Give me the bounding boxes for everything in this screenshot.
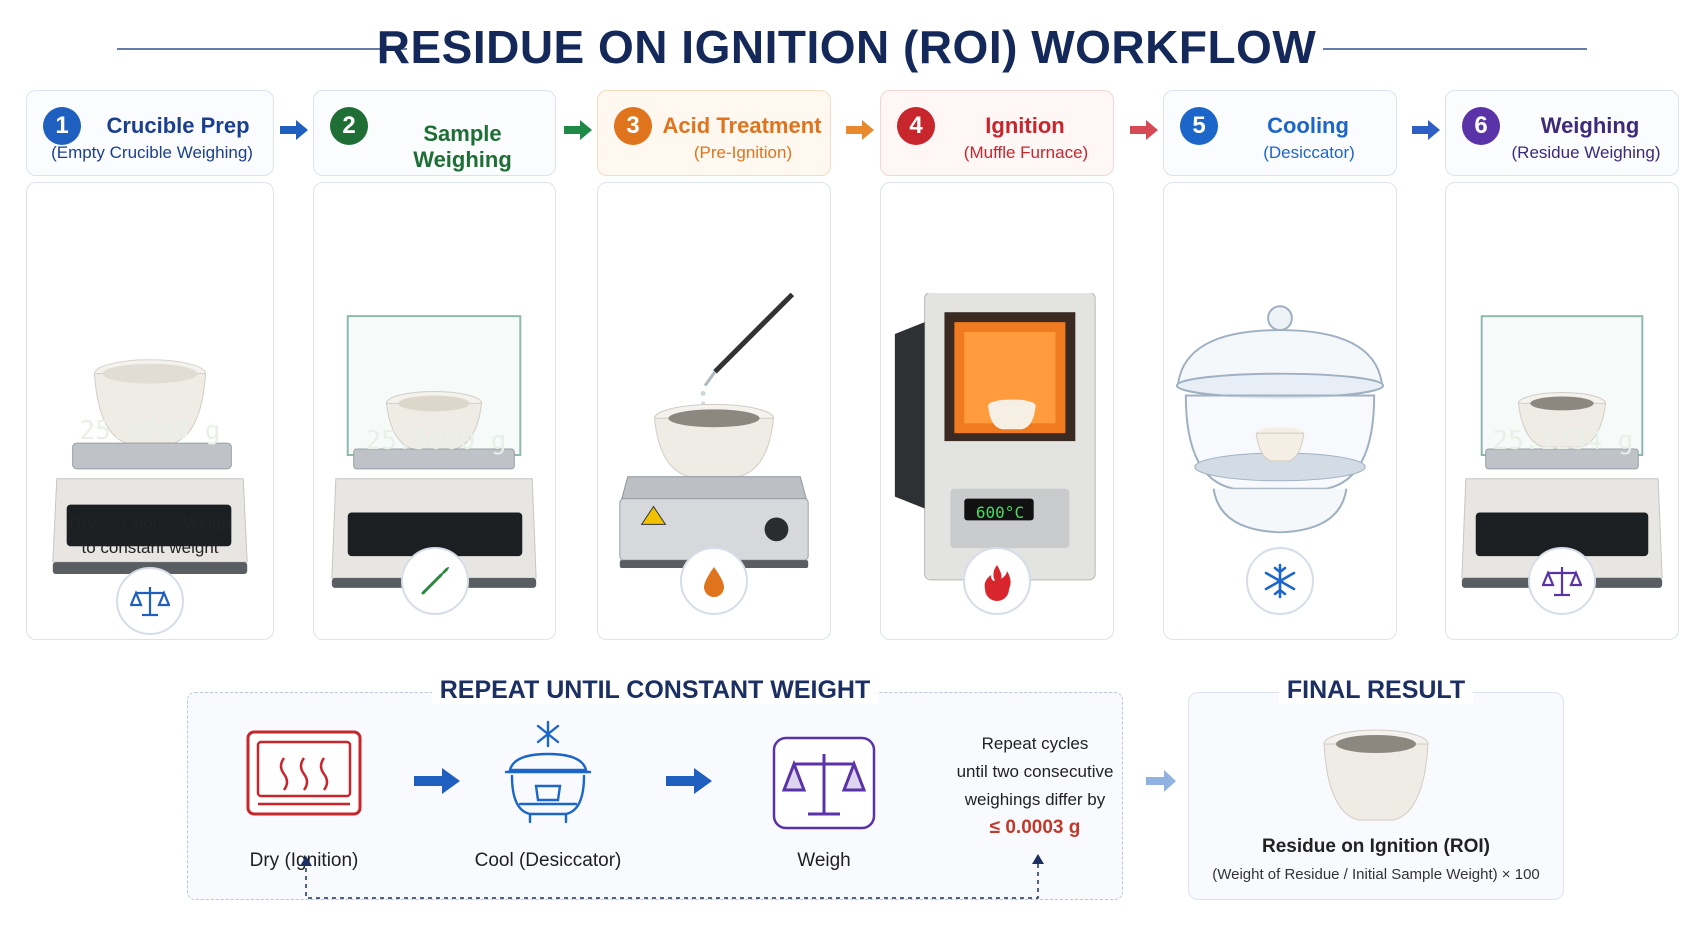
step-4-subtitle: (Muffle Furnace) bbox=[963, 143, 1089, 162]
arrow-2-to-3 bbox=[562, 118, 594, 142]
balance-box-icon bbox=[772, 736, 876, 830]
step-1-caption-2: to constant weight bbox=[81, 538, 219, 557]
step-3-subtitle: (Pre-Ignition) bbox=[693, 143, 793, 162]
arrow-4-to-5 bbox=[1128, 118, 1160, 142]
loop-arrow-2 bbox=[664, 766, 714, 801]
step-6: 6 Weighing (Residue Weighing) 25.1234 g bbox=[1445, 90, 1679, 640]
step-5-badge: 5 bbox=[1180, 107, 1218, 145]
step-3-badge: 3 bbox=[614, 107, 652, 145]
loop-label-cool: Cool (Desiccator) bbox=[474, 850, 622, 871]
step-6-header: 6 Weighing (Residue Weighing) bbox=[1445, 90, 1679, 176]
muffle-furnace-illustration bbox=[894, 293, 1096, 581]
arrow-3-to-4 bbox=[844, 118, 876, 142]
note-line-3: weighings differ by bbox=[964, 790, 1106, 809]
analytical-balance-residue-illustration bbox=[1461, 315, 1663, 588]
step-1-balance-display: 25.0000 g bbox=[79, 416, 221, 446]
drop-icon bbox=[680, 547, 748, 615]
crucible-on-balance-illustration bbox=[52, 359, 248, 575]
step-5-title: Cooling bbox=[1267, 113, 1349, 138]
step-1: 1 Crucible Prep (Empty Crucible Weighing… bbox=[26, 90, 274, 640]
arrow-to-final bbox=[1144, 768, 1178, 799]
loop-dry-ignition: Dry (Ignition) bbox=[244, 728, 364, 871]
step-5-subtitle: (Desiccator) bbox=[1263, 143, 1355, 162]
note-line-2: until two consecutive bbox=[956, 762, 1114, 781]
title-divider-right bbox=[1323, 48, 1587, 50]
repeat-condition-note: Repeat cycles until two consecutive weig… bbox=[940, 730, 1130, 842]
step-1-header: 1 Crucible Prep (Empty Crucible Weighing… bbox=[26, 90, 274, 176]
step-4-furnace-display: 600°C bbox=[975, 503, 1025, 522]
final-crucible-illustration bbox=[1323, 729, 1429, 821]
step-3-body bbox=[597, 182, 831, 640]
step-4-badge: 4 bbox=[897, 107, 935, 145]
desiccator-outline-icon bbox=[504, 720, 592, 824]
analytical-balance-illustration bbox=[331, 315, 537, 588]
step-6-body: 25.1234 g bbox=[1445, 182, 1679, 640]
balance-icon bbox=[1528, 547, 1596, 615]
step-2-body: 25.5000 g bbox=[313, 182, 556, 640]
step-2-header: 2 Sample Weighing bbox=[313, 90, 556, 176]
arrow-5-to-6 bbox=[1410, 118, 1442, 142]
hotplate-pipette-illustration bbox=[619, 293, 809, 569]
title-divider-left bbox=[117, 48, 407, 50]
tolerance-value: ≤ 0.0003 g bbox=[989, 817, 1081, 838]
step-3-header: 3 Acid Treatment (Pre-Ignition) bbox=[597, 90, 831, 176]
step-1-subtitle: (Empty Crucible Weighing) bbox=[51, 143, 253, 162]
step-2-badge: 2 bbox=[330, 107, 368, 145]
step-4-title: Ignition bbox=[985, 113, 1065, 138]
spatula-icon bbox=[400, 547, 469, 615]
desiccator-illustration bbox=[1175, 305, 1385, 534]
loop-return-arrow bbox=[300, 854, 1044, 899]
step-5: 5 Cooling (Desiccator) bbox=[1163, 90, 1397, 640]
step-3-title: Acid Treatment bbox=[662, 113, 822, 138]
step-6-balance-display: 25.1234 g bbox=[1492, 426, 1634, 456]
step-4: 4 Ignition (Muffle Furnace) 600°C bbox=[880, 90, 1114, 640]
repeat-loop-title: REPEAT UNTIL CONSTANT WEIGHT bbox=[187, 676, 1123, 705]
arrow-1-to-2 bbox=[278, 118, 310, 142]
step-6-subtitle: (Residue Weighing) bbox=[1511, 143, 1661, 162]
step-4-body: 600°C bbox=[880, 182, 1114, 640]
loop-label-weigh: Weigh bbox=[797, 850, 851, 871]
loop-arrow-1 bbox=[412, 766, 462, 801]
title-row: RESIDUE ON IGNITION (ROI) WORKFLOW bbox=[0, 12, 1693, 73]
final-result-title: FINAL RESULT bbox=[1188, 676, 1564, 705]
loop-cool-desiccator: Cool (Desiccator) bbox=[475, 720, 621, 871]
step-1-badge: 1 bbox=[43, 107, 81, 145]
oven-icon bbox=[246, 730, 362, 816]
final-result-name: Residue on Ignition (ROI) bbox=[1262, 836, 1490, 857]
step-6-title: Weighing bbox=[1540, 113, 1640, 138]
page-title: RESIDUE ON IGNITION (ROI) WORKFLOW bbox=[376, 21, 1317, 73]
note-line-1: Repeat cycles bbox=[981, 734, 1089, 753]
final-result-formula: (Weight of Residue / Initial Sample Weig… bbox=[1212, 866, 1540, 883]
step-3: 3 Acid Treatment (Pre-Ignition) bbox=[597, 90, 831, 640]
flame-icon bbox=[963, 547, 1031, 615]
snowflake-icon bbox=[1246, 547, 1314, 615]
loop-weigh: Weigh bbox=[772, 736, 876, 871]
step-1-caption: Dry → Cool → Weigh bbox=[68, 514, 232, 533]
step-1-title: Crucible Prep bbox=[106, 113, 250, 138]
step-2: 2 Sample Weighing 25.5000 g bbox=[313, 90, 556, 640]
step-2-title: Sample Weighing bbox=[413, 121, 512, 172]
step-1-body: 25.0000 g Dry → Cool → Weigh to constant… bbox=[26, 182, 274, 640]
step-2-balance-display: 25.5000 g bbox=[365, 426, 507, 456]
balance-icon bbox=[116, 567, 184, 635]
step-4-header: 4 Ignition (Muffle Furnace) bbox=[880, 90, 1114, 176]
step-5-header: 5 Cooling (Desiccator) bbox=[1163, 90, 1397, 176]
step-5-body bbox=[1163, 182, 1397, 640]
step-6-badge: 6 bbox=[1462, 107, 1500, 145]
